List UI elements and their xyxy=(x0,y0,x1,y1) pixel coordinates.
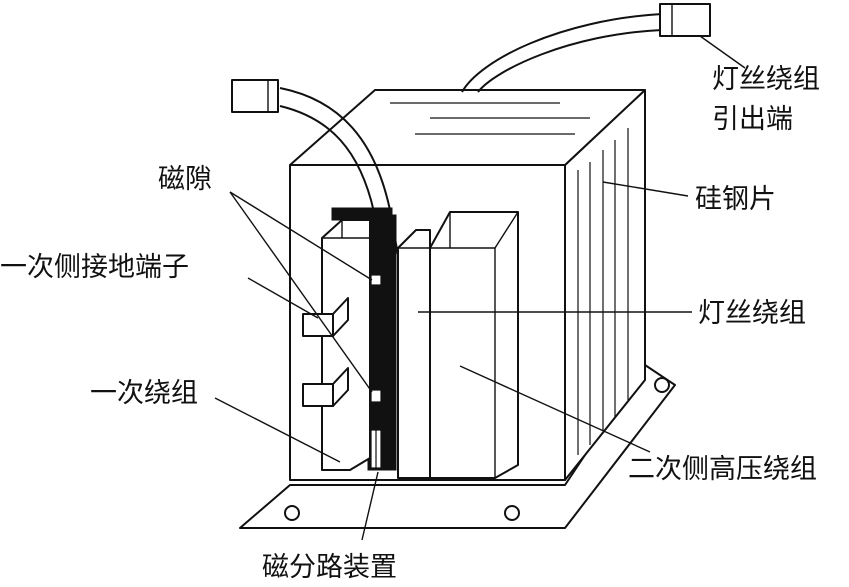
label-core-lamination: 硅钢片 xyxy=(695,184,776,215)
gap-marker-upper xyxy=(370,274,382,286)
magnetic-shunt xyxy=(331,207,397,471)
core-top-face xyxy=(289,89,646,166)
label-magnetic-gap: 磁隙 xyxy=(158,164,212,195)
leader-lines xyxy=(214,35,746,541)
label-filament-winding: 灯丝绕组 xyxy=(698,298,806,329)
filament-lead-wire-left xyxy=(231,79,399,259)
label-primary-ground-terminal: 一次侧接地端子 xyxy=(0,252,189,283)
lead-connector-left xyxy=(231,79,279,113)
core-side-face xyxy=(564,89,646,481)
gap-marker-lower xyxy=(370,389,382,403)
primary-winding-block xyxy=(321,219,371,471)
filament-winding-block xyxy=(397,229,431,479)
ground-terminal-upper xyxy=(302,297,349,337)
ground-terminal-lower xyxy=(302,367,349,407)
label-secondary-hv-winding: 二次侧高压绕组 xyxy=(628,454,817,485)
label-filament-lead-line2: 引出端 xyxy=(712,104,793,135)
label-magnetic-shunt: 磁分路装置 xyxy=(262,552,397,582)
filament-lead-wire-right xyxy=(461,3,711,93)
label-primary-winding: 一次绕组 xyxy=(90,378,198,409)
label-filament-lead-line1: 灯丝绕组 xyxy=(712,64,820,95)
secondary-winding-block xyxy=(429,211,519,479)
lead-connector-right xyxy=(659,3,711,37)
